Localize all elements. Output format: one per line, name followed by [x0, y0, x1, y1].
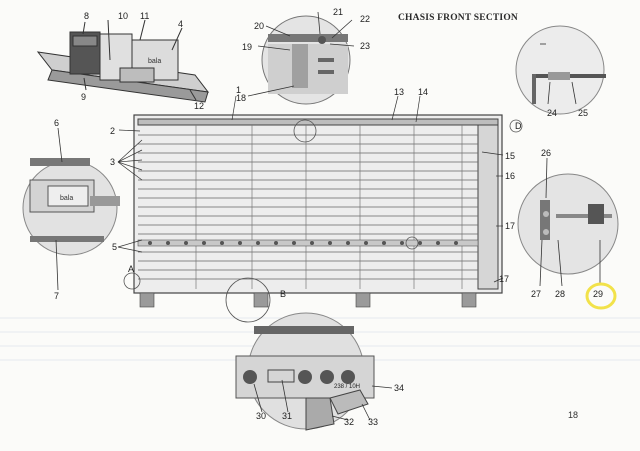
- callout-3: 3: [110, 157, 116, 167]
- callout-6: 6: [54, 118, 60, 128]
- detail-circle-right-mid: [517, 157, 619, 287]
- callout-A: A: [128, 264, 135, 274]
- callout-34: 34: [394, 383, 405, 393]
- callout-4: 4: [178, 19, 184, 29]
- page-title: CHASIS FRONT SECTION: [398, 13, 518, 23]
- callout-1: 1: [236, 85, 242, 95]
- callout-17-lower: 17: [499, 274, 510, 284]
- callout-29: 29: [593, 289, 604, 299]
- callout-18: 18: [236, 93, 247, 103]
- callout-8: 8: [84, 11, 90, 21]
- brand-mark-2: bala: [60, 195, 73, 202]
- highlight-mark: [585, 282, 617, 310]
- callout-20: 20: [254, 21, 265, 31]
- callout-15: 15: [505, 151, 516, 161]
- callout-31: 31: [282, 411, 293, 421]
- callout-22: 22: [360, 14, 371, 24]
- chassis-frame: [133, 114, 503, 294]
- detail-circle-right-top: [515, 25, 606, 115]
- detail-rail-clamp: [36, 19, 210, 103]
- brand-mark-1: bala: [148, 58, 161, 65]
- callout-14: 14: [418, 87, 429, 97]
- callout-30: 30: [256, 411, 267, 421]
- callout-23: 23: [360, 41, 371, 51]
- callout-D: D: [515, 121, 522, 131]
- callout-7: 7: [54, 291, 60, 301]
- callout-27: 27: [531, 289, 542, 299]
- detail-circle-bottom: [235, 312, 393, 431]
- callout-2: 2: [110, 126, 116, 136]
- callout-16: 16: [505, 171, 516, 181]
- callout-24: 24: [547, 108, 558, 118]
- callout-26: 26: [541, 148, 552, 158]
- callout-21: 21: [333, 7, 344, 17]
- leader-lines: [117, 95, 504, 283]
- callout-13: 13: [394, 87, 405, 97]
- callout-9: 9: [81, 92, 87, 102]
- callout-10: 10: [118, 11, 129, 21]
- callout-32: 32: [344, 417, 355, 427]
- callout-12: 12: [194, 101, 205, 111]
- callout-25: 25: [578, 108, 589, 118]
- callout-33: 33: [368, 417, 379, 427]
- detail-circle-top: [247, 11, 355, 105]
- chassis-feet: [139, 292, 477, 308]
- callout-5: 5: [112, 242, 118, 252]
- page-number: 18: [568, 410, 579, 420]
- chassis-holes: [148, 241, 458, 245]
- callout-B: B: [280, 289, 287, 299]
- callout-11: 11: [140, 11, 150, 21]
- callout-28: 28: [555, 289, 566, 299]
- callout-17-upper: 17: [505, 221, 516, 231]
- detail-circle-left: [22, 127, 120, 291]
- part-label-34: 238 / 10H: [334, 384, 360, 390]
- chassis-detail-circles: [123, 119, 523, 323]
- callout-19: 19: [242, 42, 253, 52]
